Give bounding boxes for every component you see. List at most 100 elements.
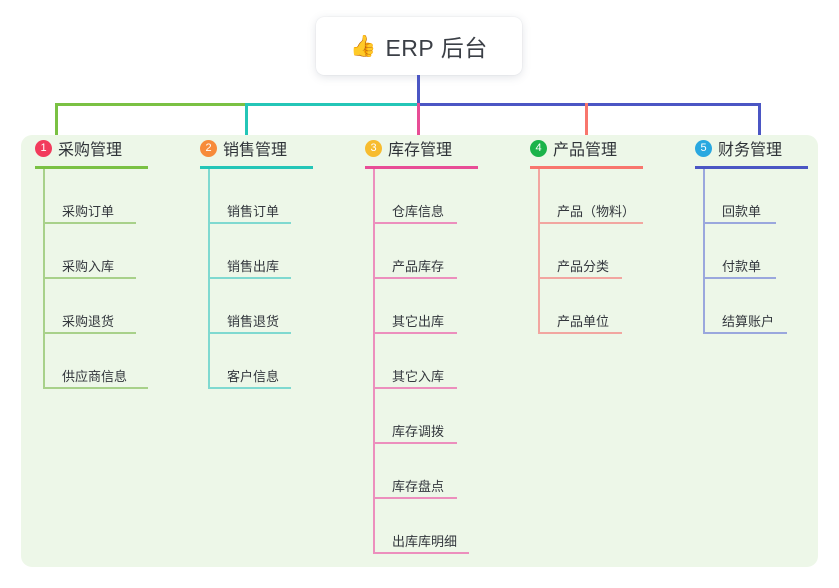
branch-title-purchasing: 采购管理 [58,142,123,159]
leaf-label: 结算账户 [722,314,775,329]
list-item[interactable]: 出库库明细 [373,499,516,554]
branch-badge-4: 4 [530,139,547,157]
branch-title-finance: 财务管理 [718,142,783,159]
branch-column-product: 4 产品管理 产品（物料） 产品分类 产品单位 [516,135,681,334]
list-item[interactable]: 销售退货 [208,279,351,334]
list-item[interactable]: 产品单位 [538,279,681,334]
leaf-rule [43,387,148,389]
list-item[interactable]: 付款单 [703,224,818,279]
branch-column-sales: 2 销售管理 销售订单 销售出库 销售退货 客户信息 [186,135,351,389]
branch-header-rule-4 [530,166,643,169]
leaf-rule [208,387,291,389]
leaf-label: 采购订单 [62,204,115,219]
branch-badge-2: 2 [200,139,217,157]
connector-trunk-vertical [417,75,420,104]
leaf-rule [373,552,469,554]
leaf-rule [43,332,136,334]
list-item[interactable]: 采购入库 [43,224,186,279]
branch-header-inventory[interactable]: 3 库存管理 [351,135,516,161]
leaf-label: 库存盘点 [392,479,445,494]
list-item[interactable]: 产品库存 [373,224,516,279]
leaf-label: 产品库存 [392,259,445,274]
leaf-rule [373,387,457,389]
branch-badge-5: 5 [695,139,712,157]
leaf-label: 销售订单 [227,204,280,219]
branch-items-purchasing: 采购订单 采购入库 采购退货 供应商信息 [43,169,186,389]
branch-title-sales: 销售管理 [223,142,288,159]
branch-title-product: 产品管理 [553,142,618,159]
list-item[interactable]: 其它出库 [373,279,516,334]
leaf-rule [373,332,457,334]
list-item[interactable]: 产品分类 [538,224,681,279]
list-item[interactable]: 库存调拨 [373,389,516,444]
leaf-rule [208,222,291,224]
leaf-rule [538,332,622,334]
leaf-rule [208,332,291,334]
leaf-label: 其它入库 [392,369,445,384]
leaf-label: 产品分类 [557,259,610,274]
root-node-title: ERP 后台 [385,35,488,61]
branch-spine-3 [373,169,375,554]
leaf-label: 供应商信息 [62,369,128,384]
leaf-label: 仓库信息 [392,204,445,219]
leaf-rule [373,442,457,444]
branch-header-purchasing[interactable]: 1 采购管理 [21,135,186,161]
list-item[interactable]: 客户信息 [208,334,351,389]
leaf-rule [208,277,291,279]
leaf-label: 付款单 [722,259,762,274]
list-item[interactable]: 回款单 [703,169,818,224]
branch-spine-5 [703,169,705,334]
branch-header-product[interactable]: 4 产品管理 [516,135,681,161]
list-item[interactable]: 供应商信息 [43,334,186,389]
leaf-rule [703,332,787,334]
branch-items-finance: 回款单 付款单 结算账户 [703,169,818,334]
leaf-label: 采购退货 [62,314,115,329]
list-item[interactable]: 其它入库 [373,334,516,389]
branch-header-rule-3 [365,166,478,169]
connector-drop-3 [417,103,420,153]
branches-panel: 1 采购管理 采购订单 采购入库 采购退货 供应商信 [21,135,818,567]
leaf-label: 库存调拨 [392,424,445,439]
connector-drop-5 [758,103,761,153]
leaf-rule [538,277,622,279]
leaf-label: 产品（物料） [557,204,636,219]
leaf-label: 产品单位 [557,314,610,329]
branch-header-rule-2 [200,166,313,169]
branch-items-product: 产品（物料） 产品分类 产品单位 [538,169,681,334]
branch-spine-4 [538,169,540,334]
list-item[interactable]: 销售出库 [208,224,351,279]
connector-drop-4 [585,103,588,153]
root-node-card[interactable]: 👍 ERP 后台 [316,17,522,75]
list-item[interactable]: 采购订单 [43,169,186,224]
thumbs-up-icon: 👍 [350,34,377,58]
leaf-label: 销售出库 [227,259,280,274]
branch-header-finance[interactable]: 5 财务管理 [681,135,818,161]
list-item[interactable]: 采购退货 [43,279,186,334]
branch-header-sales[interactable]: 2 销售管理 [186,135,351,161]
branch-header-rule-5 [695,166,808,169]
leaf-rule [373,222,457,224]
leaf-label: 销售退货 [227,314,280,329]
leaf-rule [703,277,776,279]
leaf-label: 出库库明细 [392,534,458,549]
leaf-label: 采购入库 [62,259,115,274]
list-item[interactable]: 销售订单 [208,169,351,224]
leaf-rule [538,222,643,224]
list-item[interactable]: 结算账户 [703,279,818,334]
leaf-label: 回款单 [722,204,762,219]
list-item[interactable]: 仓库信息 [373,169,516,224]
leaf-rule [43,222,136,224]
list-item[interactable]: 产品（物料） [538,169,681,224]
leaf-rule [703,222,776,224]
branch-spine-1 [43,169,45,389]
branch-header-rule-1 [35,166,148,169]
branch-column-inventory: 3 库存管理 仓库信息 产品库存 其它出库 其它入库 [351,135,516,554]
leaf-label: 其它出库 [392,314,445,329]
list-item[interactable]: 库存盘点 [373,444,516,499]
leaf-rule [373,277,457,279]
leaf-rule [43,277,136,279]
branch-column-purchasing: 1 采购管理 采购订单 采购入库 采购退货 供应商信 [21,135,186,389]
leaf-rule [373,497,457,499]
branch-spine-2 [208,169,210,389]
